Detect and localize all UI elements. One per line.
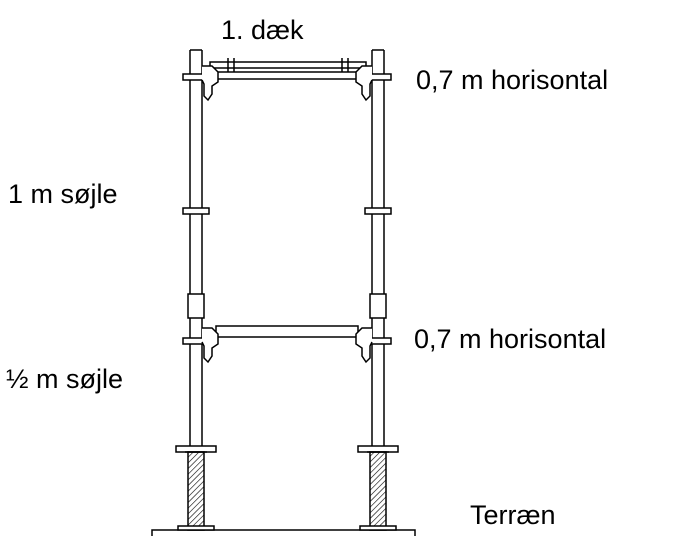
horizontal-bottom-label: 0,7 m horisontal: [414, 324, 607, 354]
column-half-m-label: ½ m søjle: [6, 364, 124, 394]
left-screw-jack: [187, 451, 205, 531]
right-foot-plate: [359, 525, 397, 531]
top-horizontal-ledger: [201, 58, 373, 102]
horizontal-top-label: 0,7 m horisontal: [416, 65, 609, 95]
bottom-horizontal-ledger: [201, 325, 373, 364]
left-foot-plate: [177, 525, 215, 531]
right-column: [357, 49, 399, 453]
ground-label: Terræn: [470, 500, 556, 530]
ground-base: [151, 529, 416, 536]
left-column: [175, 49, 217, 453]
column-1m-label: 1 m søjle: [8, 179, 118, 209]
right-screw-jack: [369, 451, 387, 531]
deck-label: 1. dæk: [221, 15, 304, 45]
